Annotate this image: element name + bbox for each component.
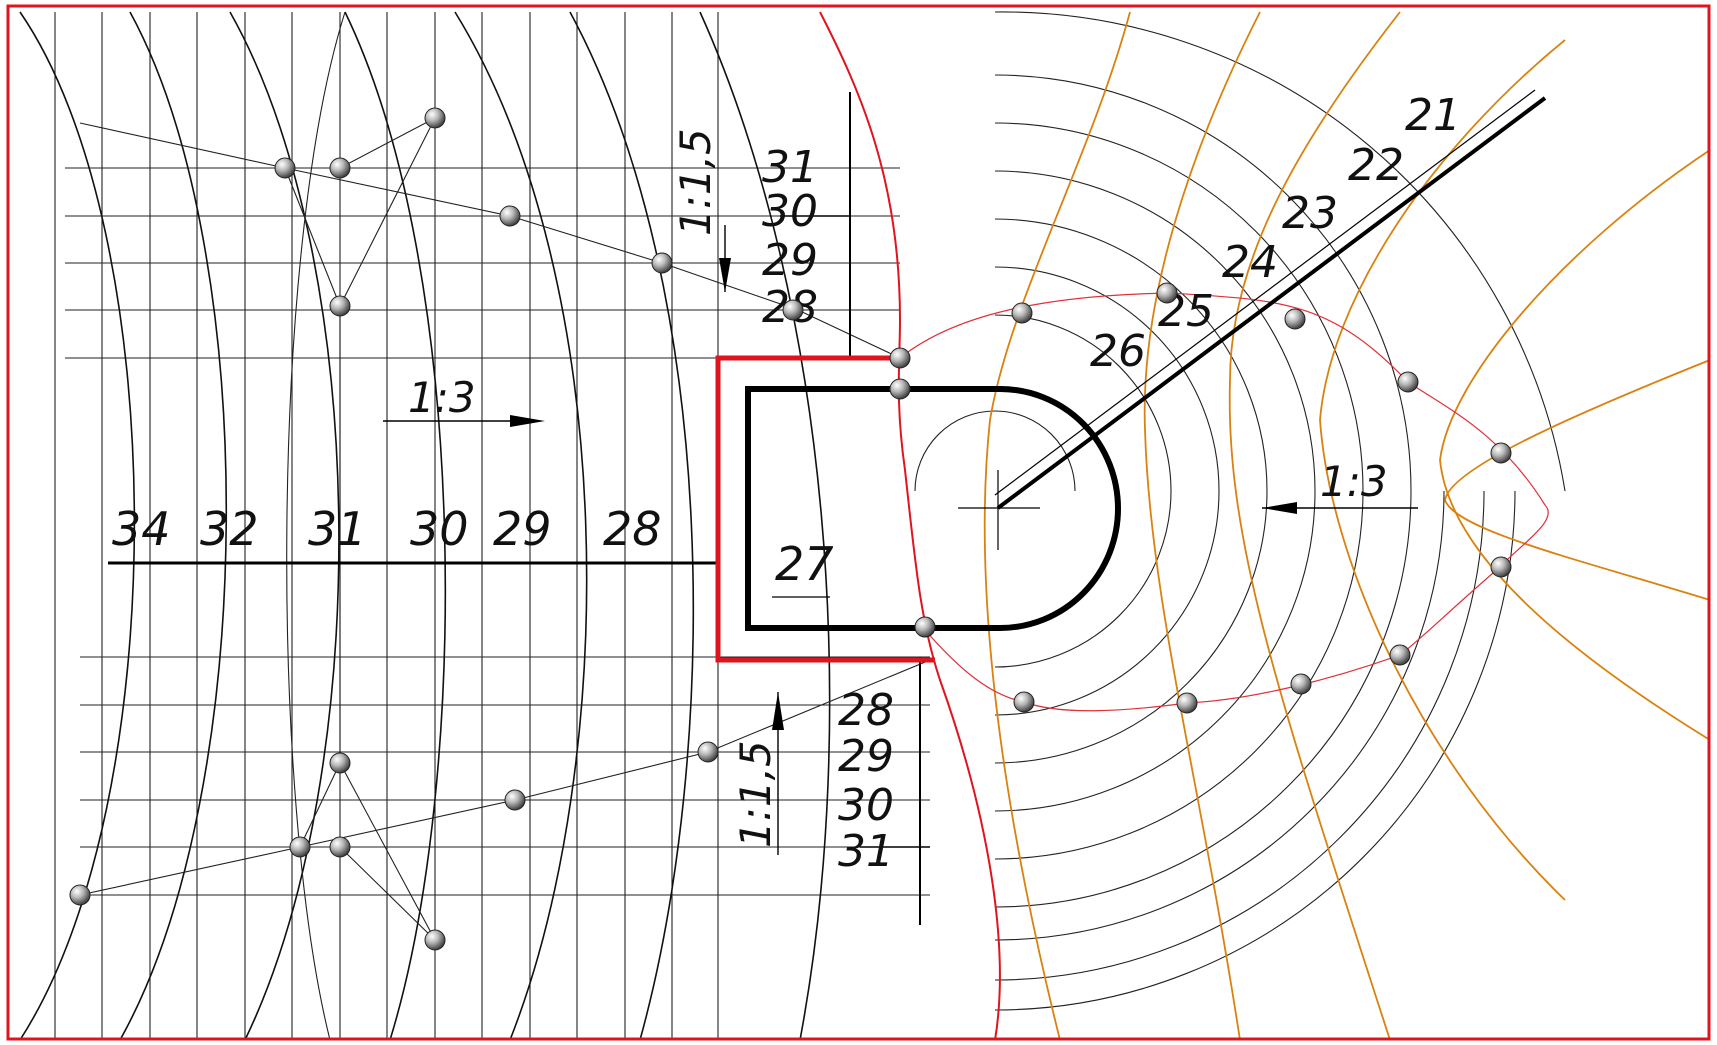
- right-contour-labels: 21 22 23 24 25 26: [1090, 90, 1461, 377]
- contour-label: 30: [838, 780, 894, 831]
- intersection-point-icon: [1490, 442, 1512, 464]
- intersection-point-icon: [504, 789, 526, 811]
- left-contour-labels: 34 32 31 30 29 28: [112, 502, 662, 556]
- slope-grid-vertical: [54, 12, 719, 1040]
- platform-elevation-label: 27: [775, 537, 834, 591]
- platform-outline: [745, 386, 1121, 631]
- intersection-point-icon: [1389, 644, 1411, 666]
- intersection-point-icon: [289, 836, 311, 858]
- intersection-point-icon: [914, 616, 936, 638]
- bottom-slope-ratio: 1:1,5: [731, 740, 780, 848]
- contour-label: 28: [603, 502, 662, 556]
- top-embankment-slope-annotation: 1:1,5: [671, 128, 731, 292]
- contour-label: 21: [1405, 90, 1461, 141]
- right-slope-ratio: 1:3: [1320, 457, 1388, 506]
- contour-label: 29: [762, 235, 818, 286]
- contour-label: 31: [308, 502, 367, 556]
- intersection-point-icon: [1490, 556, 1512, 578]
- bottom-slope-labels: 28 29 30 31: [838, 685, 894, 877]
- intersection-point-icon: [1011, 302, 1033, 324]
- arrow-right-icon: [510, 415, 545, 427]
- intersection-point-icon: [424, 107, 446, 129]
- intersection-point-icon: [1397, 371, 1419, 393]
- intersection-points: [69, 107, 1512, 951]
- intersection-point-icon: [782, 299, 804, 321]
- contour-label: 24: [1222, 237, 1278, 288]
- contour-label: 30: [762, 186, 818, 237]
- intersection-point-icon: [274, 157, 296, 179]
- right-cut-slope-annotation: 1:3: [1262, 457, 1418, 514]
- bottom-embankment-slope-annotation: 1:1,5: [731, 692, 784, 855]
- intersection-point-icon: [499, 205, 521, 227]
- intersection-point-icon: [329, 836, 351, 858]
- arrow-down-icon: [719, 258, 731, 292]
- intersection-point-icon: [1284, 308, 1306, 330]
- contour-label: 31: [838, 826, 894, 877]
- intersection-point-icon: [889, 378, 911, 400]
- intersection-point-icon: [1013, 691, 1035, 713]
- design-contours-orange: [983, 11, 1711, 1041]
- intersection-point-icon: [424, 929, 446, 951]
- embankment-boundary: [819, 11, 1001, 1041]
- contour-label: 34: [112, 502, 171, 556]
- intersection-point-icon: [329, 295, 351, 317]
- left-fill-slope-annotation: 1:3: [383, 373, 545, 427]
- slope-grid-horizontal: [65, 167, 930, 896]
- intersection-point-icon: [1176, 692, 1198, 714]
- right-concentric-contours: [914, 11, 1566, 1011]
- drawing-frame: [6, 4, 1711, 1041]
- left-contours: [19, 11, 831, 1041]
- contour-label: 28: [838, 685, 894, 736]
- intersection-point-icon: [329, 752, 351, 774]
- contour-label: 26: [1090, 326, 1146, 377]
- contour-label: 32: [200, 502, 259, 556]
- left-slope-ratio: 1:3: [408, 373, 476, 422]
- zero-work-line: [899, 292, 1549, 712]
- contour-label: 29: [838, 731, 894, 782]
- section-line: [996, 96, 1547, 510]
- intersection-point-icon: [329, 157, 351, 179]
- intersection-point-icon: [651, 252, 673, 274]
- contour-label: 30: [410, 502, 469, 556]
- intersection-point-icon: [1290, 673, 1312, 695]
- contour-label: 23: [1282, 188, 1338, 239]
- contour-label: 31: [762, 142, 818, 193]
- arrow-left-icon: [1262, 502, 1297, 514]
- top-slope-ratio: 1:1,5: [671, 128, 720, 236]
- top-slope-labels: 31 30 29 28: [762, 142, 818, 333]
- intersection-point-icon: [697, 741, 719, 763]
- arrow-up-icon: [772, 692, 784, 730]
- platform-red-contour: [715, 355, 935, 663]
- intersection-point-icon: [1156, 282, 1178, 304]
- contour-label: 29: [493, 502, 552, 556]
- contour-label: 22: [1348, 140, 1404, 191]
- intersection-point-icon: [889, 347, 911, 369]
- intersection-point-icon: [69, 884, 91, 906]
